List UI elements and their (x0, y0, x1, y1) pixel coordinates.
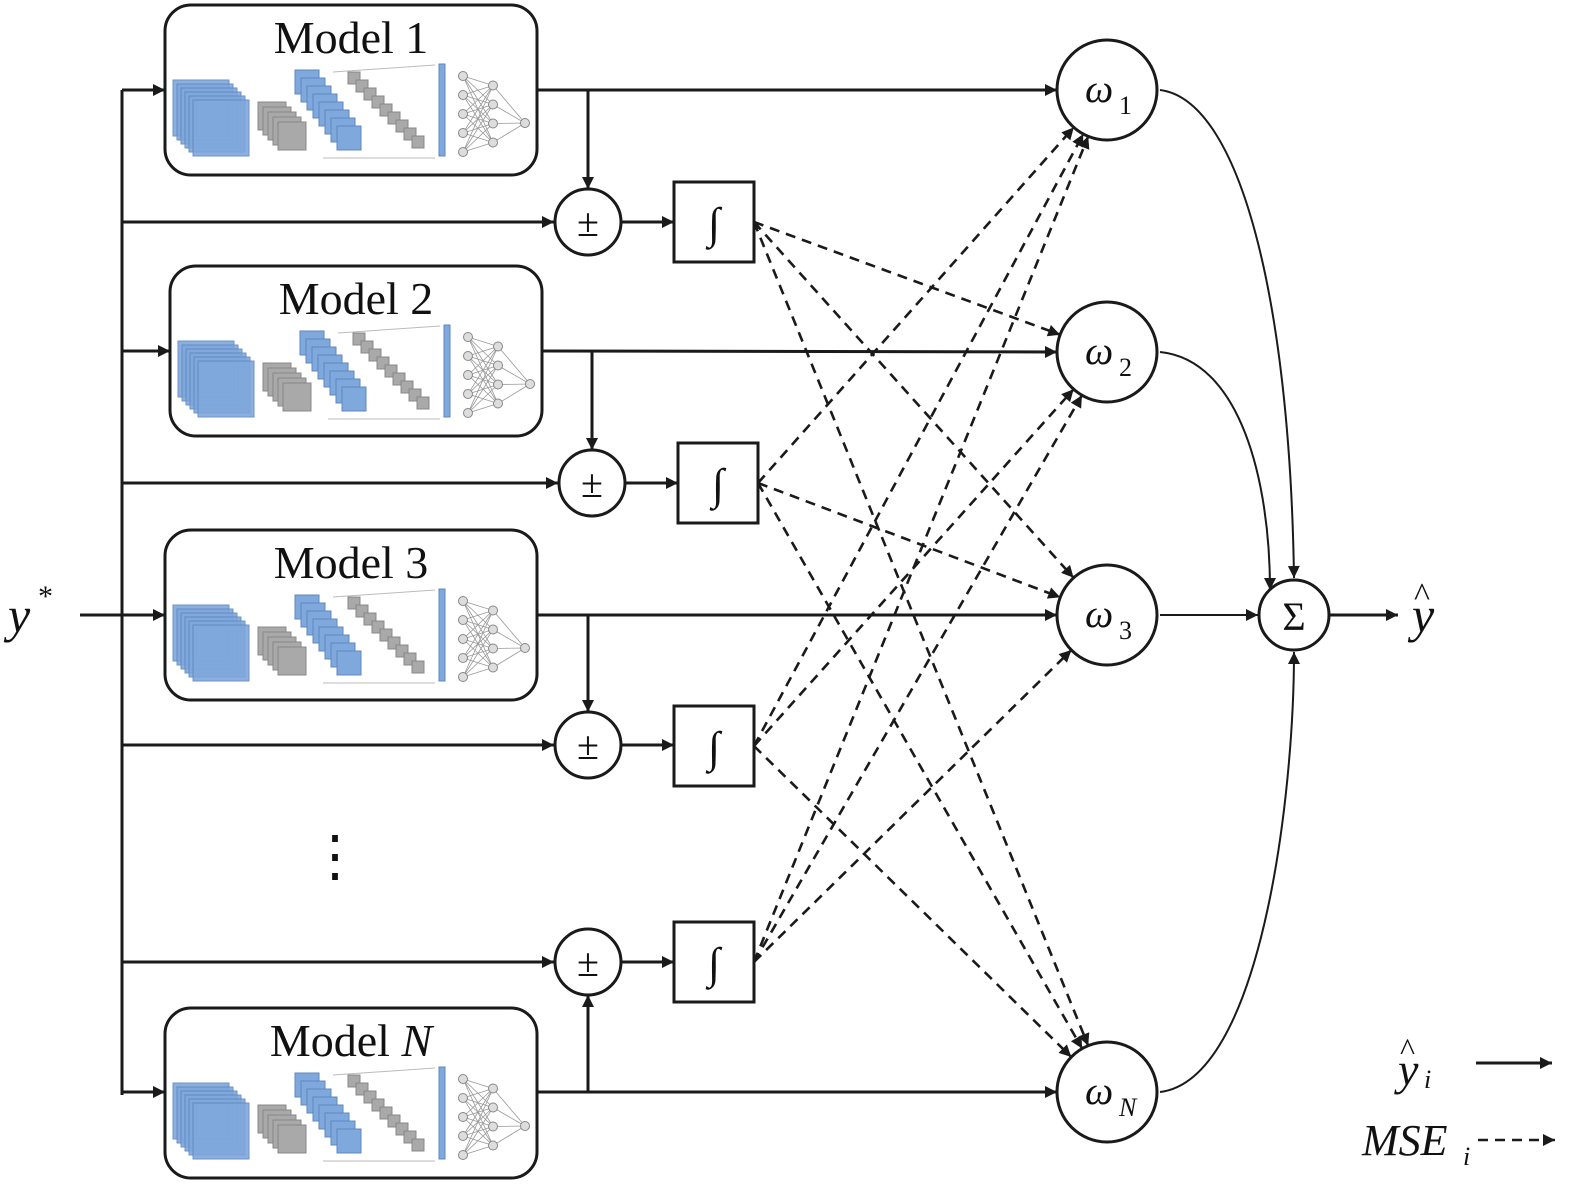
model-title-text: Model 2 (279, 273, 434, 324)
cnn-illustration (177, 324, 535, 420)
integral-symbol: ∫ (709, 460, 727, 511)
legend: y ^ i MSE i (1361, 1031, 1555, 1171)
error-node-2: ± (557, 448, 627, 518)
weight-symbol: ω (1085, 591, 1113, 636)
weight-subscript: 3 (1119, 616, 1132, 645)
weight-symbol: ω (1085, 1068, 1113, 1113)
output-hat: ^ (1414, 577, 1430, 614)
weight-subscript: 2 (1119, 353, 1132, 382)
mse-3-to-weight-1 (752, 133, 1085, 747)
mse-4-to-weight-1 (752, 135, 1090, 963)
input-superscript: * (38, 580, 53, 613)
sum-symbol: Σ (1282, 594, 1305, 639)
difference-symbol: ± (581, 461, 603, 506)
model-box-2: Model 2 (168, 264, 544, 438)
mse-1-to-weight-3 (753, 221, 1075, 579)
input-bus (80, 90, 124, 1095)
model-box-1: Model 1 (163, 3, 539, 177)
model-title-index: N (400, 1015, 434, 1066)
mse-2-to-weight-3 (757, 481, 1061, 599)
integrator-3: ∫ (672, 704, 756, 788)
difference-symbol: ± (577, 940, 599, 985)
mse-2-to-weight-1 (757, 126, 1075, 484)
mse-connections (752, 126, 1090, 1058)
model-box-4: Model N (163, 1006, 539, 1180)
cnn-illustration (172, 1066, 530, 1162)
weight-symbol: ω (1085, 66, 1113, 111)
cnn-illustration (172, 588, 530, 684)
error-node-3: ± (553, 710, 623, 780)
cnn-illustration (172, 63, 530, 159)
model-title: Model 3 (274, 537, 429, 588)
model-title-text: Model 1 (274, 12, 429, 63)
ellipsis: ⋮ (307, 826, 363, 888)
model-box-3: Model 3 (163, 528, 539, 702)
model-title-text: Model (270, 1015, 402, 1066)
mse-1-to-weight-4 (752, 221, 1090, 1047)
integral-symbol: ∫ (705, 199, 723, 250)
weight-symbol: ω (1085, 328, 1113, 373)
legend-yhat-symbol: y (1394, 1044, 1419, 1095)
model-title: Model N (270, 1015, 435, 1066)
model-2-output (541, 345, 1058, 358)
output-symbol: y (1407, 587, 1435, 643)
integrator-4: ∫ (672, 920, 756, 1004)
input-label: y (3, 587, 31, 643)
error-node-1: ± (553, 187, 623, 257)
weight-subscript: 1 (1119, 91, 1132, 120)
sum-node: Σ (1257, 578, 1331, 652)
integrator-2: ∫ (676, 441, 760, 525)
model-title-text: Model 3 (274, 537, 429, 588)
integrator-1: ∫ (672, 180, 756, 264)
legend-yhat-subscript: i (1424, 1065, 1431, 1094)
legend-mse-symbol: MSE (1361, 1116, 1448, 1165)
integral-symbol: ∫ (705, 723, 723, 774)
difference-symbol: ± (577, 723, 599, 768)
difference-symbol: ± (577, 200, 599, 245)
legend-mse-subscript: i (1463, 1142, 1470, 1171)
error-node-4: ± (553, 927, 623, 997)
mse-4-to-weight-2 (752, 394, 1084, 963)
mse-3-to-weight-4 (753, 745, 1073, 1058)
mse-1-to-weight-2 (753, 220, 1061, 337)
error-branches: ± ∫ ± ∫ ± ∫ ± ∫ (122, 84, 1058, 1098)
integral-symbol: ∫ (705, 939, 723, 990)
model-title: Model 1 (274, 12, 429, 63)
wn-to-sum (1159, 651, 1300, 1093)
mse-4-to-weight-3 (753, 649, 1073, 963)
w2-to-sum (1159, 351, 1276, 591)
legend-yhat-hat: ^ (1400, 1031, 1415, 1067)
mse-2-to-weight-4 (756, 482, 1084, 1050)
model-group: Model 1 Model 2 Model 3 Model N (163, 3, 544, 1180)
w1-to-sum (1159, 89, 1300, 579)
model-title: Model 2 (279, 273, 434, 324)
weight-subscript: N (1118, 1093, 1138, 1122)
